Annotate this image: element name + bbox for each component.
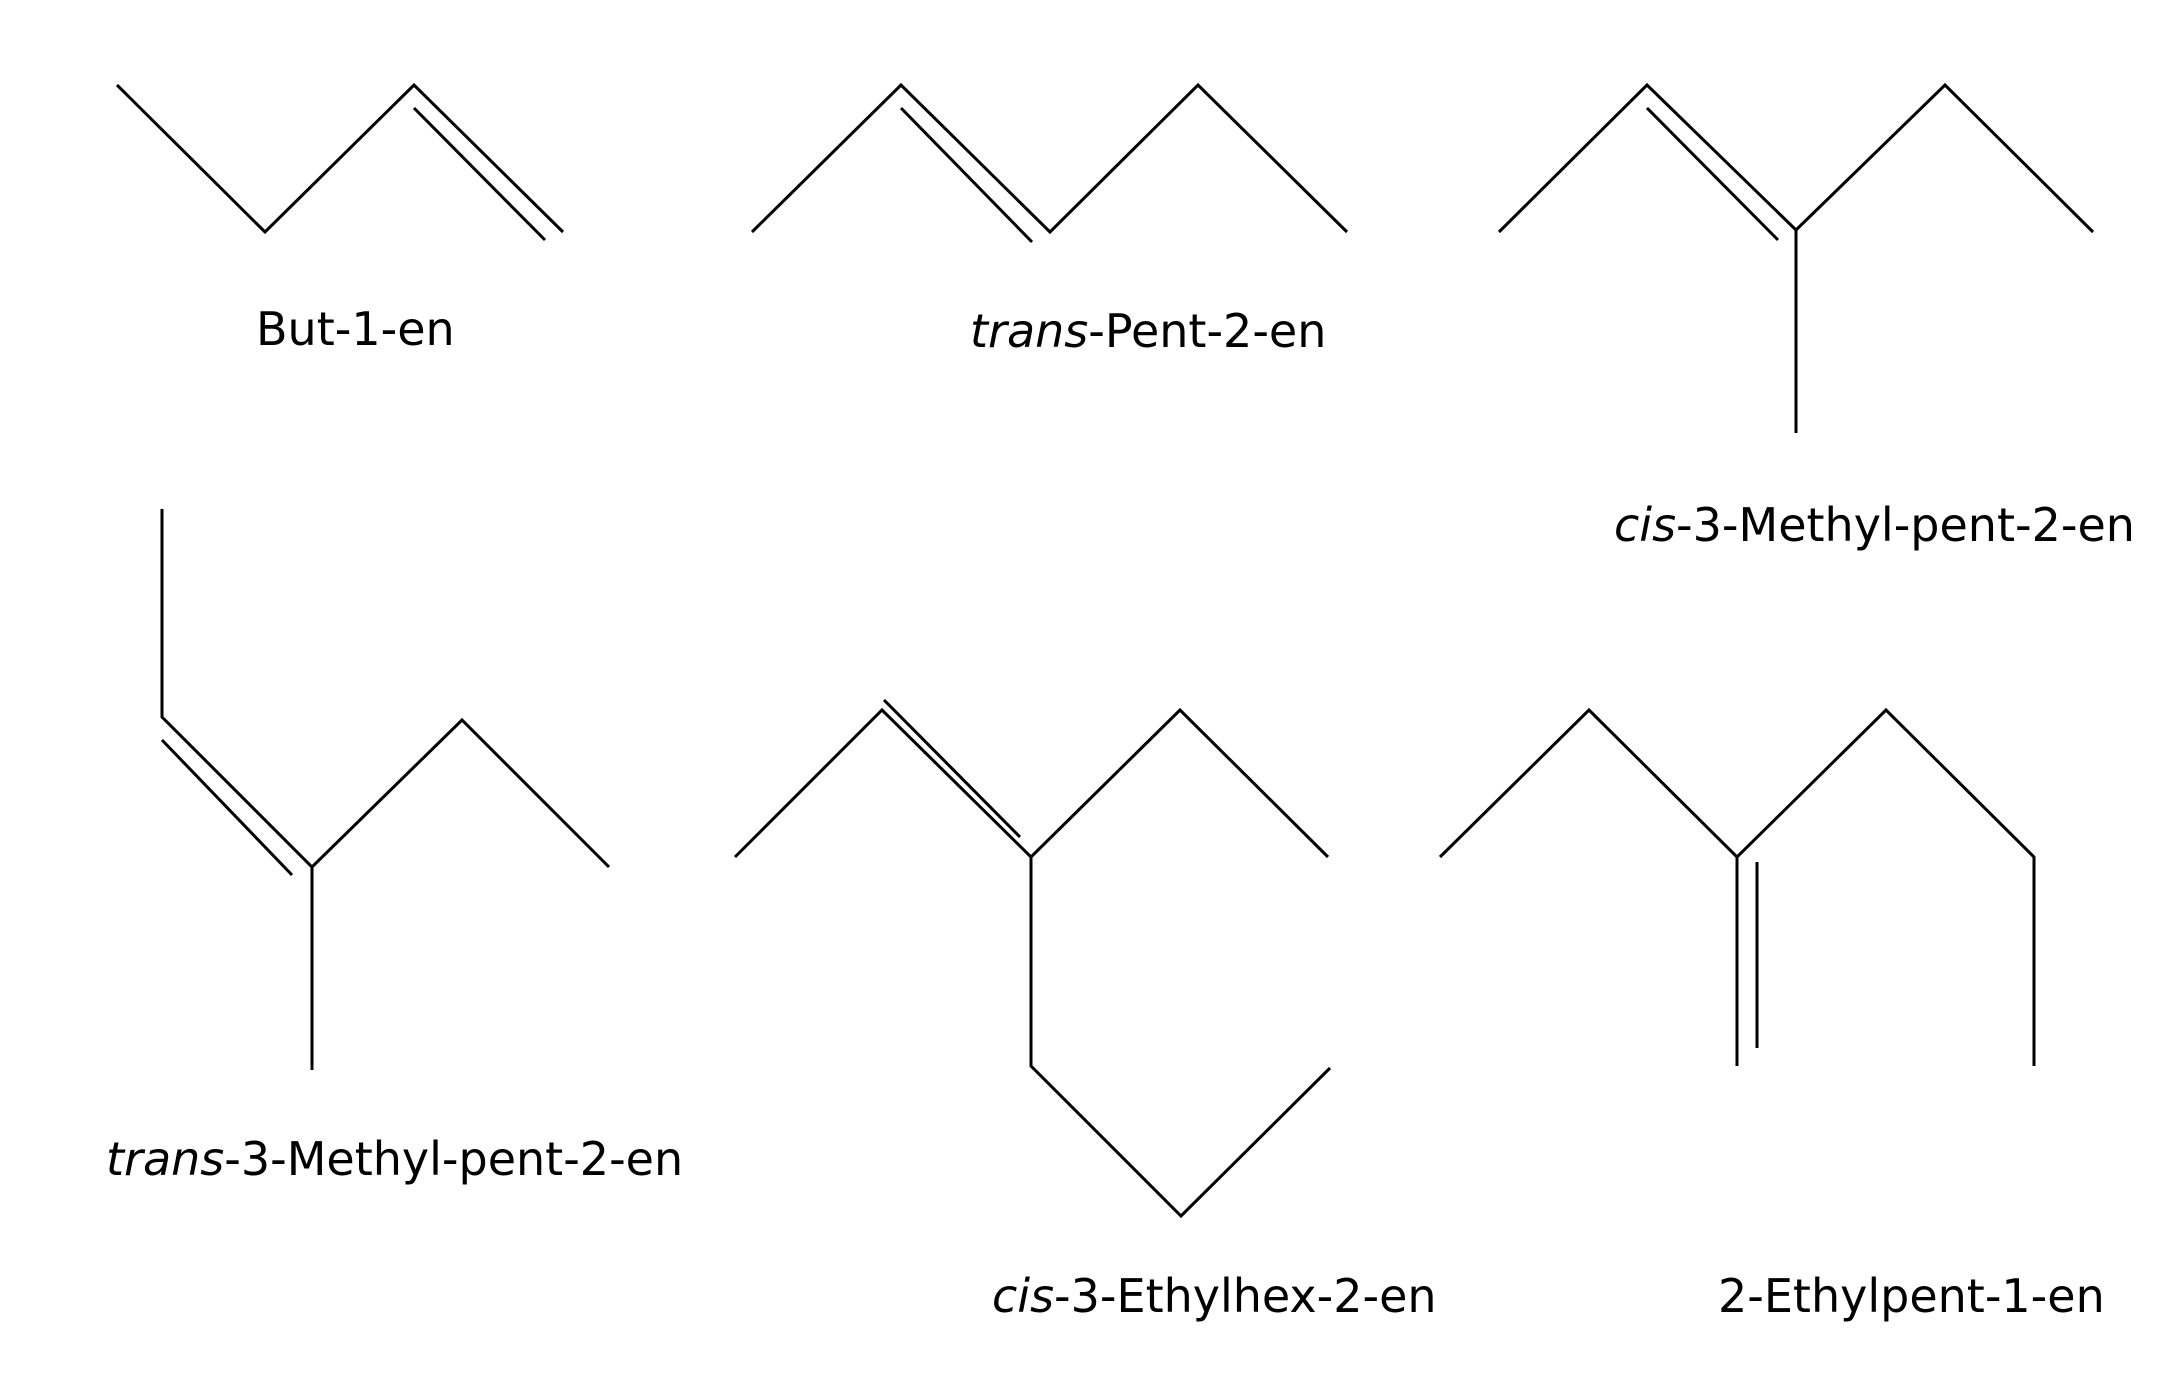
label-text: -3-Methyl-pent-2-en	[224, 1132, 684, 1186]
molecule-cis-3-ethylhex-2-ene	[733, 698, 1332, 1219]
label-text: 2-Ethylpent-1-en	[1718, 1269, 2105, 1323]
ethyl-branch	[1029, 857, 1332, 1219]
label-but-1-ene: But-1-en	[256, 306, 455, 352]
carbon-chain	[750, 82, 1349, 235]
molecule-2-ethylpent-1-ene	[1438, 707, 2036, 1066]
double-bond-inner-line	[160, 738, 294, 877]
label-cis-3-methylpent-2-ene: cis-3-Methyl-pent-2-en	[1614, 502, 2135, 548]
stereo-prefix: cis	[1614, 498, 1677, 552]
double-bond-inner-line	[1645, 106, 1780, 242]
label-text: -3-Ethylhex-2-en	[1054, 1269, 1437, 1323]
molecule-trans-3-methylpent-2-ene	[160, 509, 611, 1070]
label-text: -Pent-2-en	[1088, 304, 1327, 358]
molecule-but-1-ene	[115, 82, 565, 242]
carbon-chain	[160, 509, 611, 870]
label-trans-3-methylpent-2-ene: trans-3-Methyl-pent-2-en	[106, 1136, 683, 1182]
molecule-trans-pent-2-ene	[750, 82, 1349, 244]
carbon-chain	[733, 707, 1330, 860]
label-trans-pent-2-ene: trans-Pent-2-en	[970, 308, 1326, 354]
carbon-chain	[1438, 707, 2036, 1066]
label-text: -3-Methyl-pent-2-en	[1676, 498, 2135, 552]
stereo-prefix: cis	[992, 1269, 1055, 1323]
carbon-chain	[1497, 82, 2095, 234]
stereo-prefix: trans	[106, 1132, 225, 1186]
double-bond-inner-line	[412, 106, 547, 242]
carbon-chain	[115, 82, 565, 235]
molecule-cis-3-methylpent-2-ene	[1497, 82, 2095, 433]
double-bond-inner-line	[899, 106, 1034, 244]
stereo-prefix: trans	[970, 304, 1089, 358]
label-2-ethylpent-1-ene: 2-Ethylpent-1-en	[1718, 1273, 2105, 1319]
double-bond-inner-line	[882, 698, 1022, 839]
label-text: But-1-en	[256, 302, 455, 356]
label-cis-3-ethylhex-2-ene: cis-3-Ethylhex-2-en	[992, 1273, 1437, 1319]
